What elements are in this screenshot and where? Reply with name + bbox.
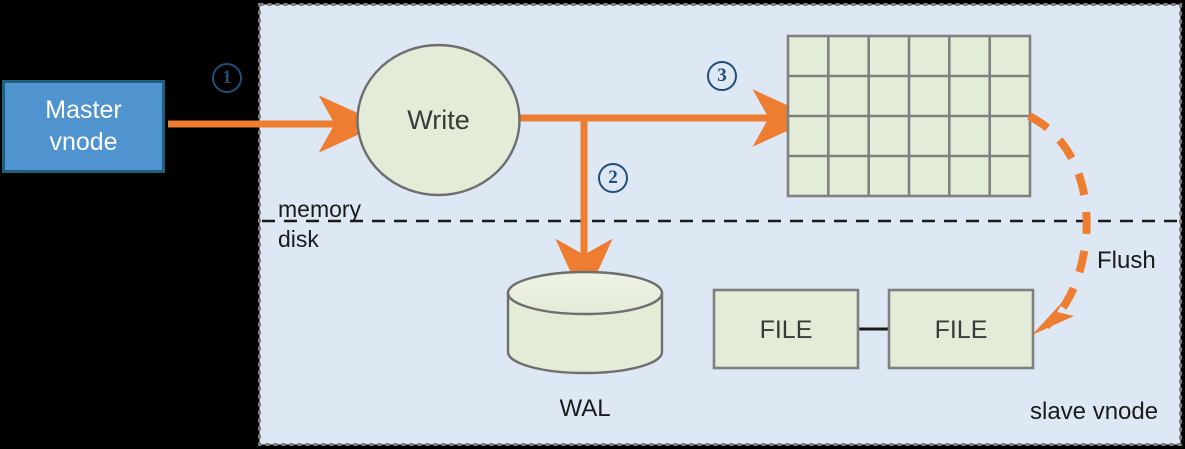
master-vnode-label-line2: vnode (49, 127, 118, 156)
step-3-badge: 3 (707, 61, 737, 91)
file-box-1 (712, 288, 860, 370)
flush-label: Flush (1097, 247, 1156, 274)
slave-vnode-label: slave vnode (1030, 398, 1159, 425)
wal-cylinder (506, 270, 664, 375)
disk-label: disk (278, 226, 319, 252)
file-box-2-label: FILE (934, 316, 988, 344)
memtable-grid (786, 34, 1032, 198)
flush-arrow (1027, 112, 1091, 330)
step-2-badge: 2 (598, 163, 628, 193)
write-node (356, 43, 521, 197)
flush-arrowhead (1032, 298, 1074, 335)
file-box-1-label: FILE (759, 316, 813, 344)
step-1-badge: 1 (212, 63, 242, 93)
memory-label: memory (278, 196, 362, 222)
master-vnode-label-line1: Master (45, 96, 122, 125)
write-node-label: Write (407, 105, 470, 135)
file-box-2 (887, 288, 1035, 370)
wal-label: WAL (559, 395, 611, 422)
master-vnode-box[interactable]: Master vnode (2, 80, 165, 173)
